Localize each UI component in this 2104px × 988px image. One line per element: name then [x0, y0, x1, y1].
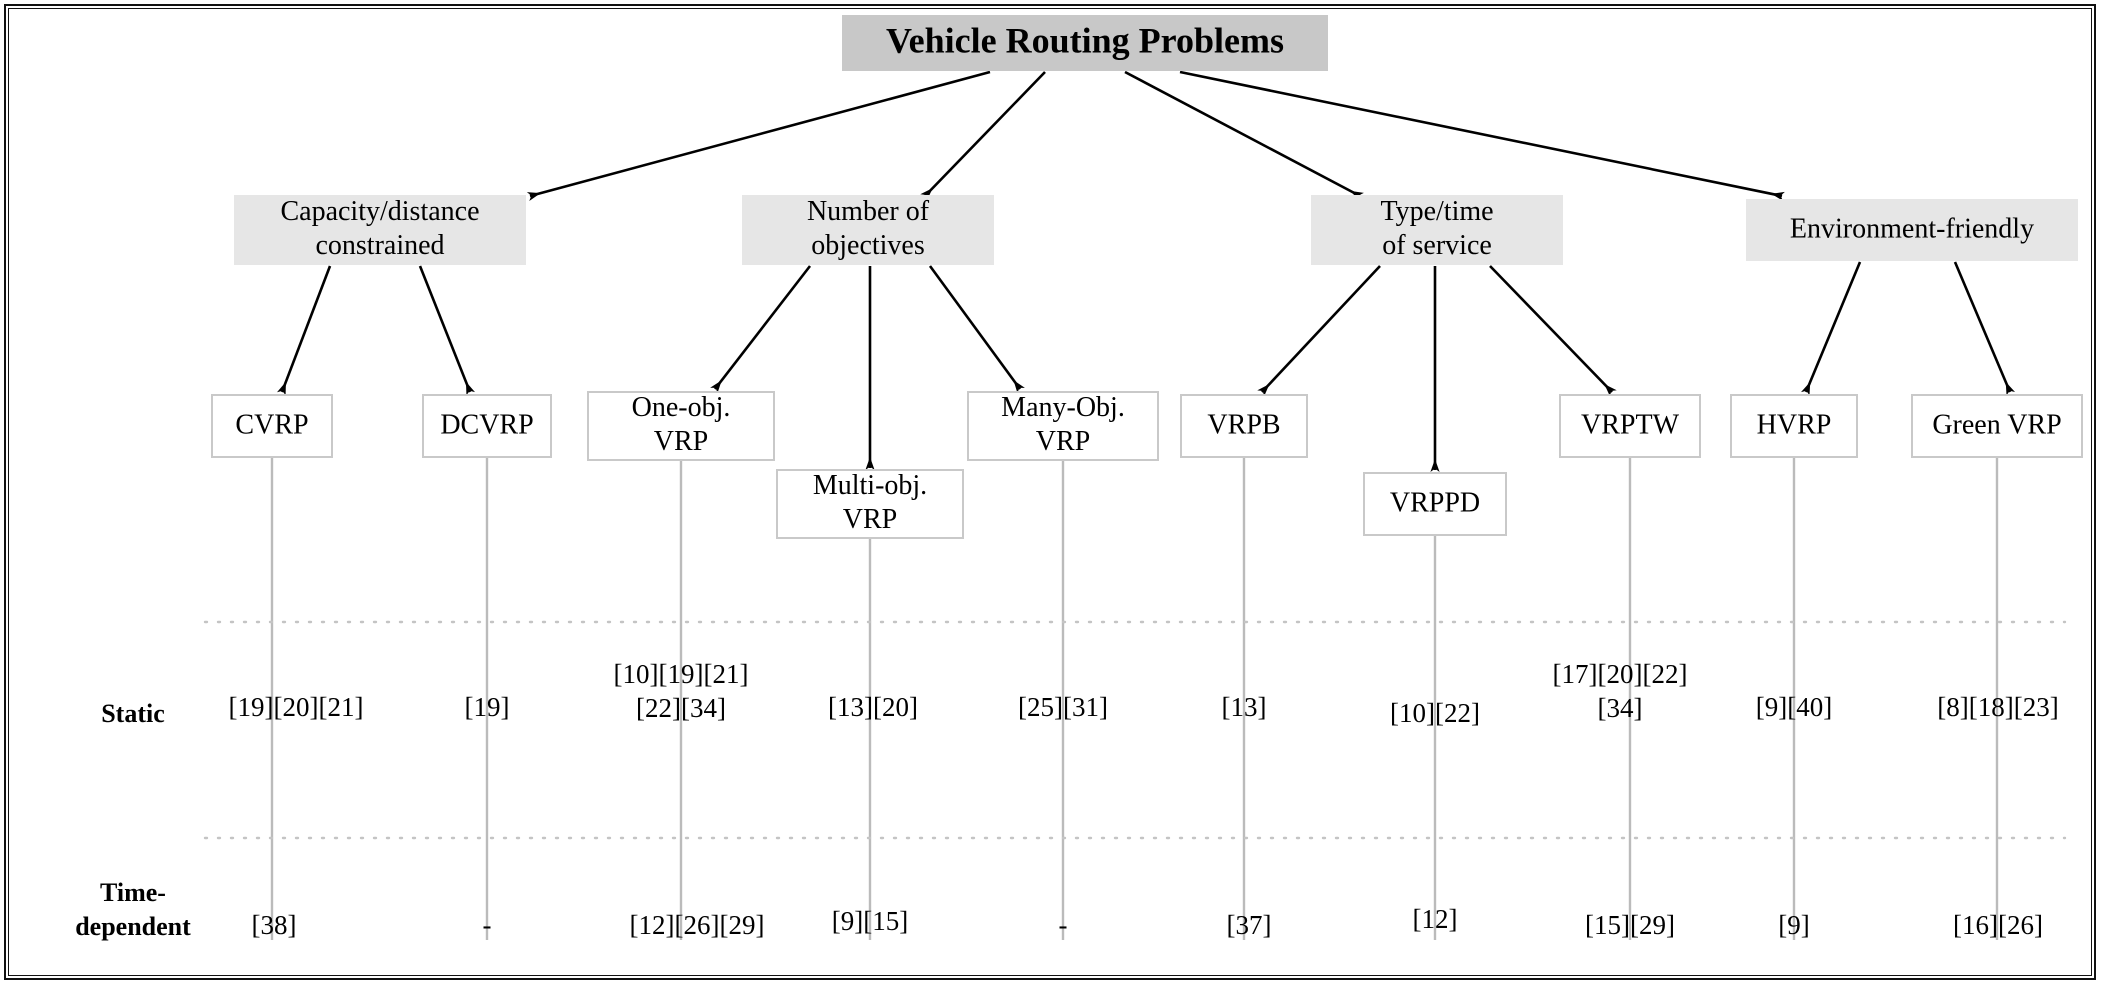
row-label-time-dependent: Time-dependent — [75, 878, 191, 941]
node-vrppd-label: VRPPD — [1390, 487, 1480, 518]
row-time-dependent: Time-dependent [38] - [12][26][29] [9][15] - [… — [75, 878, 2043, 941]
edge-objectives-to-oneobj — [710, 265, 812, 394]
ref-cell-time-dependent-dcvrp: - — [483, 910, 492, 940]
node-dcvrp[interactable]: DCVRP — [422, 394, 552, 458]
ref-cell-time-dependent-greenvrp: [16][26] — [1953, 910, 2043, 940]
ref-cell-time-dependent-manyobj: - — [1059, 910, 1068, 940]
node-multiobj[interactable]: Multi-obj.VRP — [776, 469, 964, 539]
ref-cell-static-vrptw: [17][20][22][34] — [1553, 659, 1688, 723]
node-manyobj-label: Many-Obj.VRP — [1001, 392, 1125, 457]
ref-cell-static-manyobj: [25][31] — [1018, 692, 1108, 722]
ref-cell-time-dependent-oneobj: [12][26][29] — [630, 910, 765, 940]
node-vrpb[interactable]: VRPB — [1180, 394, 1308, 458]
row-static: Static [19][20][21] [19] [10][19][21][22][3… — [101, 659, 2059, 728]
node-greenvrp-label: Green VRP — [1932, 409, 2061, 440]
edge-root-to-capacity — [526, 70, 991, 201]
stem-lines — [270, 457, 1999, 940]
node-environment[interactable]: Environment-friendly — [1746, 199, 2078, 261]
node-environment-label: Environment-friendly — [1790, 213, 2034, 244]
edge-capacity-to-cvrp — [276, 265, 332, 396]
edge-capacity-to-dcvrp — [418, 265, 476, 396]
edge-service-to-vrpb — [1257, 265, 1381, 397]
edge-environment-to-hvrp — [1800, 261, 1862, 396]
node-cvrp[interactable]: CVRP — [211, 394, 333, 458]
node-hvrp[interactable]: HVRP — [1730, 394, 1858, 458]
row-separators — [203, 620, 2067, 840]
ref-cell-time-dependent-vrppd: [12] — [1413, 904, 1458, 934]
node-cvrp-label: CVRP — [235, 409, 308, 440]
tree-edges — [276, 70, 2016, 472]
node-vrptw[interactable]: VRPTW — [1559, 394, 1701, 458]
ref-cell-static-oneobj: [10][19][21][22][34] — [614, 659, 749, 723]
edge-objectives-to-manyobj — [928, 265, 1025, 394]
ref-cell-time-dependent-hvrp: [9] — [1778, 910, 1809, 940]
node-greenvrp[interactable]: Green VRP — [1911, 394, 2083, 458]
ref-cell-static-cvrp: [19][20][21] — [229, 692, 364, 722]
ref-cell-static-vrppd: [10][22] — [1390, 698, 1480, 728]
node-multiobj-label: Multi-obj.VRP — [813, 470, 927, 535]
ref-cell-time-dependent-cvrp: [38] — [252, 910, 297, 940]
ref-cell-static-vrpb: [13] — [1222, 692, 1267, 722]
node-root-label: Vehicle Routing Problems — [886, 20, 1284, 60]
ref-cell-time-dependent-vrpb: [37] — [1227, 910, 1272, 940]
node-manyobj[interactable]: Many-Obj.VRP — [967, 391, 1159, 461]
ref-cell-static-dcvrp: [19] — [465, 692, 510, 722]
node-oneobj-label: One-obj.VRP — [632, 392, 731, 457]
ref-cell-static-hvrp: [9][40] — [1756, 692, 1832, 722]
node-root[interactable]: Vehicle Routing Problems — [842, 15, 1328, 71]
edge-service-to-vrptw — [1489, 265, 1617, 397]
ref-cell-static-greenvrp: [8][18][23] — [1937, 692, 2058, 722]
figure-frame — [4, 4, 2096, 980]
ref-cell-time-dependent-multiobj: [9][15] — [832, 906, 908, 936]
node-dcvrp-label: DCVRP — [440, 409, 533, 440]
node-vrppd[interactable]: VRPPD — [1363, 472, 1507, 536]
node-vrpb-label: VRPB — [1207, 409, 1280, 440]
edge-root-to-service — [1124, 70, 1364, 202]
node-hvrp-label: HVRP — [1757, 409, 1832, 440]
node-vrptw-label: VRPTW — [1581, 409, 1680, 440]
reference-rows: Static [19][20][21] [19] [10][19][21][22][3… — [75, 659, 2059, 941]
row-label-static: Static — [101, 699, 165, 728]
node-oneobj[interactable]: One-obj.VRP — [587, 391, 775, 461]
edge-environment-to-greenvrp — [1953, 261, 2016, 396]
ref-cell-time-dependent-vrptw: [15][29] — [1585, 910, 1675, 940]
tree-nodes: Vehicle Routing ProblemsCapacity/distanc… — [211, 15, 2083, 539]
edge-root-to-objectives — [920, 71, 1046, 201]
ref-cell-static-multiobj: [13][20] — [828, 692, 918, 722]
edge-root-to-environment — [1179, 70, 1785, 201]
